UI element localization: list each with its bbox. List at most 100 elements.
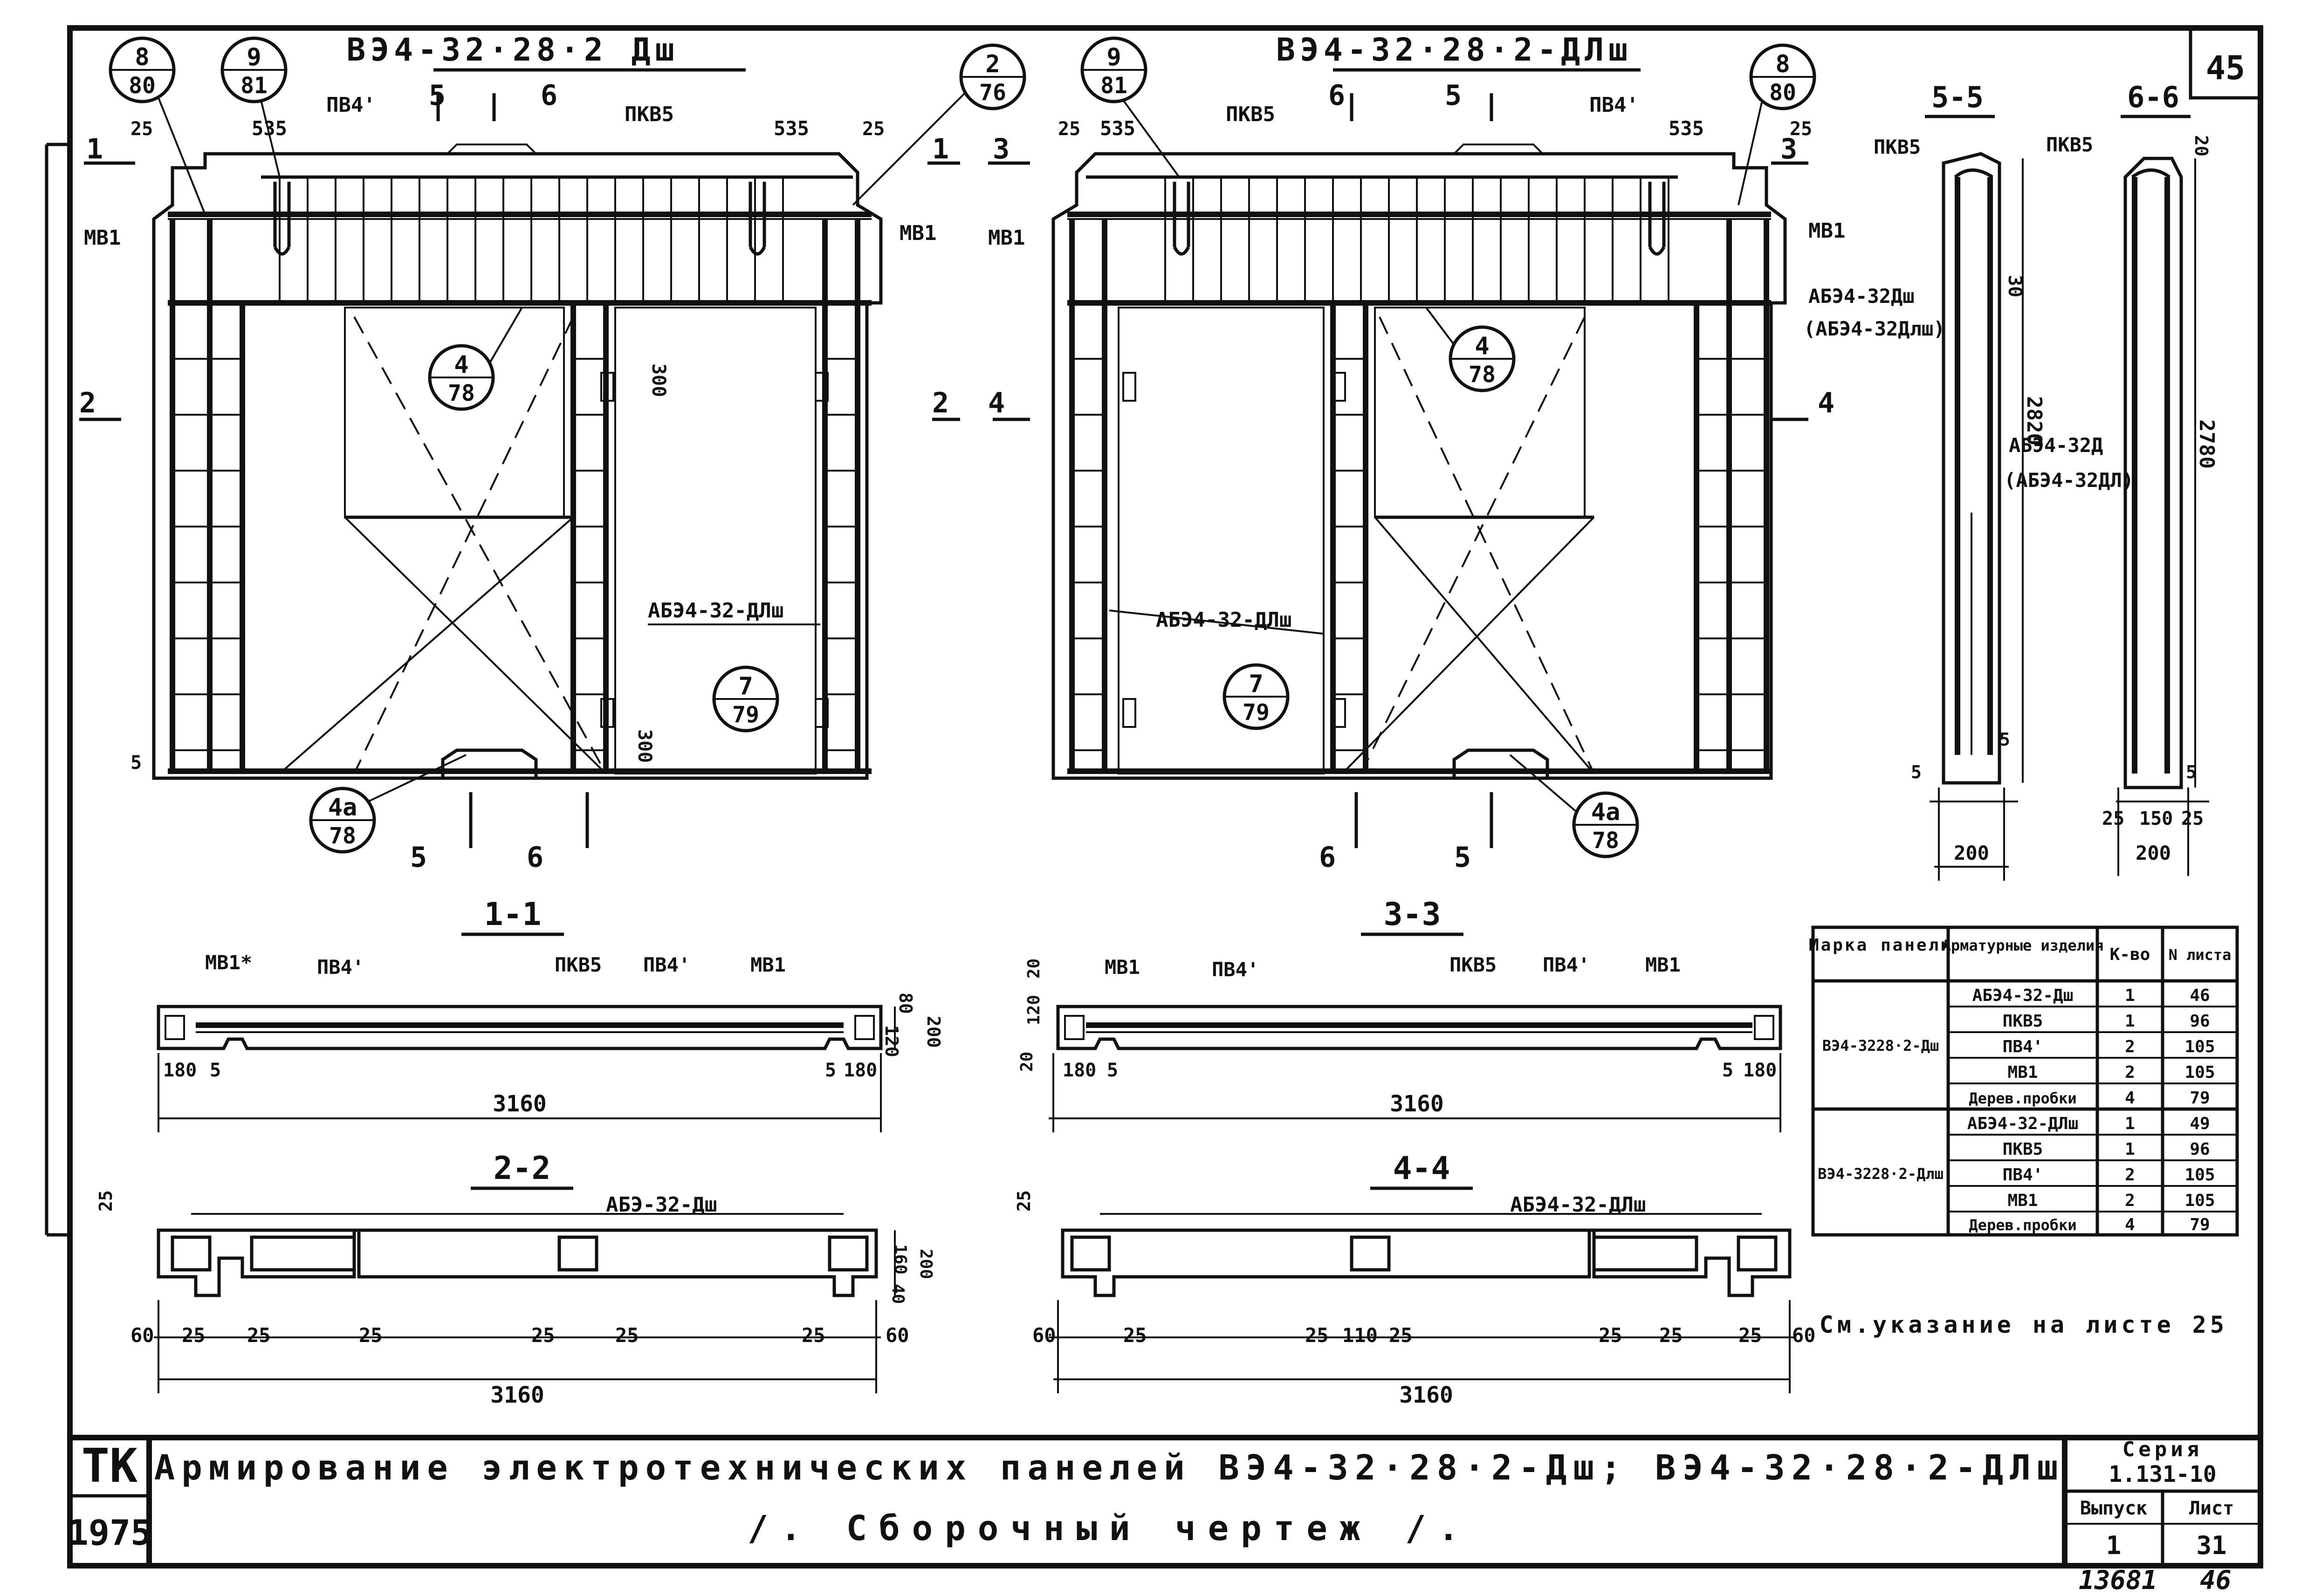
spec-g2-r5-qty: 4 <box>2125 1215 2135 1234</box>
section-6-6-d25a: 25 <box>2102 808 2124 829</box>
section-6-6-ab: АБЭ4-32Д <box>2009 434 2103 457</box>
section-4-4-drawing <box>1049 1213 1794 1393</box>
panel-left-sec-5-bottom: 5 <box>410 841 427 874</box>
panel-right-mv2-label: МВ1 <box>1808 219 1845 243</box>
panel-right-sec-4b: 4 <box>1818 387 1834 419</box>
spec-g1-r4-sheet: 105 <box>2184 1063 2215 1082</box>
panel-right-callouts <box>1080 36 1816 858</box>
spec-g1-r1-item: АБЭ4-32-Дш <box>1972 986 2074 1005</box>
section-1-1-pkv: ПКВ5 <box>555 953 602 976</box>
section-1-1-title: 1-1 <box>484 896 542 933</box>
section-3-3-d5b: 5 <box>1722 1060 1733 1081</box>
callout-right-3-top: 8 <box>1775 50 1790 78</box>
callout-right-5-top: 7 <box>1249 670 1263 698</box>
spec-header-qty: К-во <box>2110 945 2150 964</box>
section-5-5-ab1: АБЭ4-32Дш <box>1808 285 1915 308</box>
spec-header-mark: Марка панели <box>1809 936 1952 955</box>
section-4-4-b5: 25 <box>1599 1324 1622 1347</box>
section-4-4-d25top: 25 <box>1014 1190 1034 1212</box>
section-4-4-title: 4-4 <box>1393 1150 1450 1187</box>
panel-left-dim-5: 5 <box>131 752 142 774</box>
section-1-1-d180a: 180 <box>163 1060 197 1081</box>
section-1-1-d3160: 3160 <box>493 1091 547 1117</box>
panel-left-sec-2a: 2 <box>79 387 96 419</box>
callout-right-3-bottom: 80 <box>1769 80 1796 106</box>
section-3-3-d120: 120 <box>1024 995 1044 1025</box>
section-1-1-mv1: МВ1* <box>205 951 252 974</box>
section-5-5-d5a: 5 <box>1911 762 1922 782</box>
panel-right-sec-4a: 4 <box>988 387 1005 419</box>
section-5-5-ab1b: (АБЭ4-32Длш) <box>1804 317 1945 340</box>
section-3-3-pkv: ПКВ5 <box>1449 953 1497 976</box>
callout-left-5-top: 7 <box>738 672 753 700</box>
title-line-1: Армирование электротехнических панелей В… <box>154 1448 2065 1488</box>
spec-g2-r4-sheet: 105 <box>2184 1191 2215 1210</box>
section-3-3-drawing <box>1049 1005 1782 1132</box>
panel-right-dim-535a: 535 <box>1100 117 1135 140</box>
spec-g2-r4-qty: 2 <box>2125 1191 2135 1210</box>
spec-g1-r1-qty: 1 <box>2125 986 2135 1005</box>
section-2-2-drawing <box>154 1213 896 1393</box>
spec-g1-r4-qty: 2 <box>2125 1063 2135 1082</box>
spec-header-items: Арматурные изделия <box>1942 937 2104 954</box>
panel-left-ab-label: АБЭ4-32-ДЛш <box>648 599 783 623</box>
panel-right-sec-3a: 3 <box>993 133 1010 165</box>
stamp-year: 1975 <box>68 1512 152 1553</box>
section-2-2-title: 2-2 <box>494 1150 551 1187</box>
section-6-6-pkv: ПКВ5 <box>2046 133 2093 156</box>
spec-g2-r1-sheet: 49 <box>2190 1114 2210 1133</box>
panel-left-mv-label: МВ1 <box>84 226 121 250</box>
panel-left-sec-6-bottom: 6 <box>527 841 543 874</box>
panel-right-elevation <box>988 93 1808 848</box>
section-4-4-b6: 25 <box>1659 1324 1683 1347</box>
spec-g1-r1-sheet: 46 <box>2190 986 2210 1005</box>
panel-right-dim-535b: 535 <box>1669 117 1704 140</box>
section-3-3-title: 3-3 <box>1384 896 1441 933</box>
callout-left-3-top: 2 <box>985 50 1000 78</box>
section-2-2-d25top: 25 <box>96 1190 116 1212</box>
callout-left-4-top: 4 <box>454 351 468 379</box>
callout-left-2-top: 9 <box>247 43 261 71</box>
section-6-6-d2780: 2780 <box>2195 419 2219 469</box>
section-1-1-mv2: МВ1 <box>750 953 786 976</box>
page-number: 46 <box>2200 1565 2231 1596</box>
callout-left-6-bottom: 78 <box>329 823 356 849</box>
callout-right-1-bottom: 81 <box>1100 73 1127 99</box>
panel-right-mv-label: МВ1 <box>988 226 1025 250</box>
section-6-6-d5: 5 <box>2186 762 2197 782</box>
section-4-4-b8: 60 <box>1792 1324 1816 1347</box>
section-5-5-d30: 30 <box>2004 275 2026 297</box>
spec-header-sheet: N листа <box>2169 946 2232 964</box>
section-2-2-d3160: 3160 <box>490 1382 544 1408</box>
section-2-2-d40: 40 <box>888 1284 907 1304</box>
section-3-3-d180a: 180 <box>1063 1060 1096 1081</box>
spec-g1-r5-qty: 4 <box>2125 1089 2135 1108</box>
callout-left-4-bottom: 78 <box>448 380 475 406</box>
panel-right-sec-6-top: 6 <box>1328 79 1345 112</box>
section-2-2-b7: 60 <box>886 1324 909 1347</box>
section-6-6-abb: (АБЭ4-32ДЛ) <box>2004 469 2134 492</box>
section-2-2-b6: 25 <box>802 1324 825 1347</box>
section-4-4-b0: 60 <box>1032 1324 1056 1347</box>
stamp-tk: ТК <box>82 1438 137 1493</box>
spec-g1-r2-sheet: 96 <box>2190 1012 2210 1031</box>
spec-g2-r1-qty: 1 <box>2125 1114 2135 1133</box>
section-1-1-d180b: 180 <box>844 1060 877 1081</box>
section-2-2-b5: 25 <box>615 1324 639 1347</box>
spec-g2-r2-sheet: 96 <box>2190 1140 2210 1159</box>
section-1-1-d120: 120 <box>881 1025 902 1057</box>
panel-right-sec-5-top: 5 <box>1445 79 1462 112</box>
panel-right-sec-6-bottom: 6 <box>1319 841 1336 874</box>
section-1-1-d5a: 5 <box>210 1060 221 1081</box>
issue-value: 1 <box>2106 1531 2122 1560</box>
spec-group-2-mark: ВЭ4-3228·2-Длш <box>1818 1165 1944 1183</box>
section-6-6-d20: 20 <box>2191 135 2212 157</box>
panel-right-dim-25a: 25 <box>1058 118 1080 140</box>
title-line-2: /. Сборочный чертеж /. <box>748 1508 1471 1548</box>
list-value: 31 <box>2196 1531 2226 1560</box>
section-3-3-pv1: ПВ4' <box>1212 958 1259 981</box>
section-4-4-b2: 25 <box>1305 1324 1329 1347</box>
panel-left-sec-2b: 2 <box>932 387 949 419</box>
panel-left-dim-25b: 25 <box>862 118 885 140</box>
spec-g2-r5-item: Дерев.пробки <box>1969 1216 2076 1234</box>
